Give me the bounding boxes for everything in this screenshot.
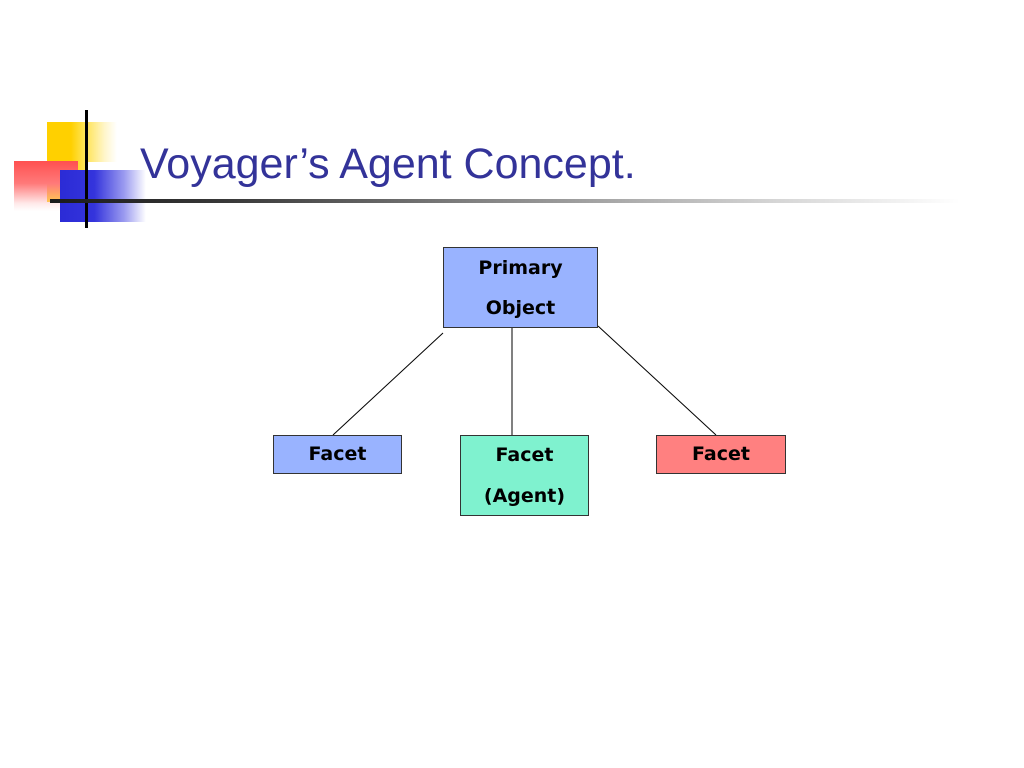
facet-left-label: Facet (308, 443, 367, 465)
primary-object-label-line2: Object (485, 296, 556, 319)
facet-agent-node: Facet (Agent) (460, 435, 589, 516)
yellow-square-fade-decoration (87, 122, 117, 162)
connector-primary-to-right-facet (597, 325, 717, 436)
facet-agent-label-line1: Facet (495, 443, 554, 466)
vertical-rule-decoration (85, 110, 88, 228)
connector-primary-to-left-facet (332, 332, 444, 436)
facet-right-label: Facet (692, 443, 750, 465)
slide-title: Voyager’s Agent Concept. (140, 140, 636, 188)
title-underline-rule (50, 199, 960, 203)
primary-object-label-line1: Primary (478, 256, 563, 279)
facet-node-left: Facet (273, 435, 402, 474)
blue-square-decoration (60, 170, 146, 222)
facet-agent-label-line2: (Agent) (483, 484, 566, 507)
slide-logo-decoration (0, 0, 160, 240)
facet-node-right: Facet (656, 435, 786, 474)
primary-object-node: Primary Object (443, 247, 598, 328)
